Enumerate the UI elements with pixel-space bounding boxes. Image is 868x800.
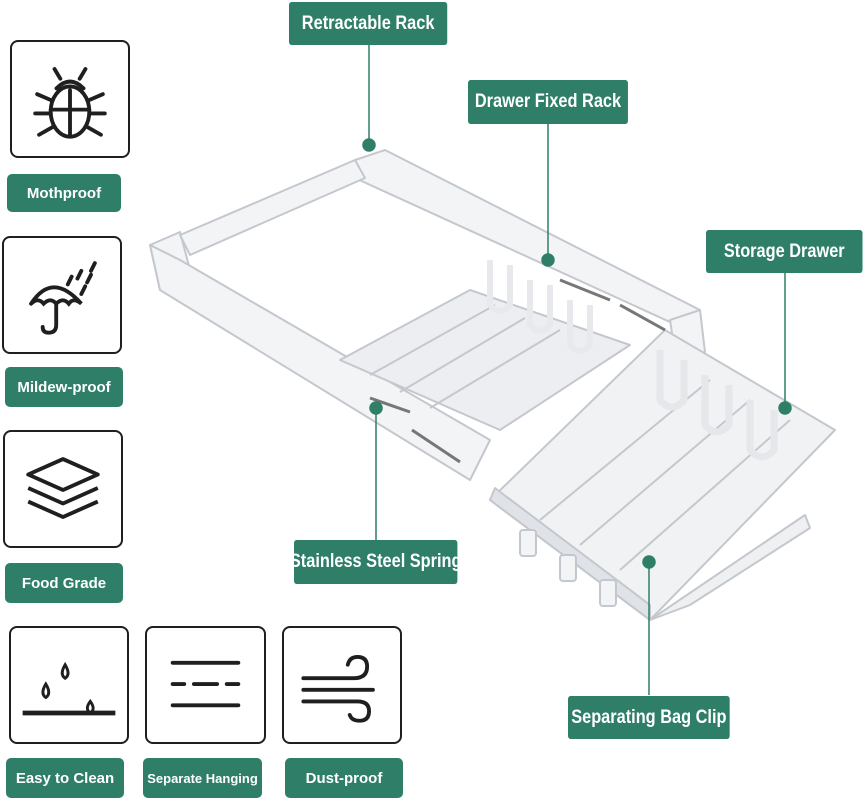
spring-front — [369, 396, 411, 414]
separating-bag-clip-plate — [649, 514, 811, 621]
food-grade-icon-box — [3, 430, 123, 548]
umbrella-rain-icon — [29, 261, 97, 335]
easy-to-clean-badge: Easy to Clean — [6, 758, 124, 798]
wind-icon — [301, 655, 375, 723]
layers-icon — [26, 457, 100, 519]
water-drops-icon — [22, 661, 116, 716]
dust-proof-icon-box — [282, 626, 402, 744]
callout-storage-drawer: Storage Drawer — [706, 230, 863, 273]
mothproof-badge: Mothproof — [7, 174, 121, 212]
separate-hanging-badge: Separate Hanging — [143, 758, 262, 798]
callout-drawer-fixed-rack: Drawer Fixed Rack — [468, 80, 628, 124]
bug-icon — [33, 67, 107, 139]
mildew-proof-badge: Mildew-proof — [5, 367, 123, 407]
dashed-lines-icon — [170, 660, 241, 708]
food-grade-badge: Food Grade — [5, 563, 123, 603]
retractable-rack-side-bar — [179, 159, 366, 256]
spring-back-2 — [619, 303, 666, 332]
callout-retractable-rack: Retractable Rack — [289, 2, 448, 45]
easy-to-clean-icon-box — [9, 626, 129, 744]
callout-stainless-steel-spring: Stainless Steel Spring — [290, 540, 462, 584]
spring-front-2 — [411, 428, 461, 464]
dust-proof-badge: Dust-proof — [285, 758, 403, 798]
drawer-fixed-rack-tray — [339, 289, 631, 431]
callout-separating-bag-clip: Separating Bag Clip — [568, 696, 730, 739]
separate-hanging-icon-box — [145, 626, 266, 744]
mothproof-icon-box — [10, 40, 130, 158]
spring-back — [559, 278, 611, 302]
mildew-proof-icon-box — [2, 236, 122, 354]
retractable-rack-front-rail — [149, 244, 491, 481]
